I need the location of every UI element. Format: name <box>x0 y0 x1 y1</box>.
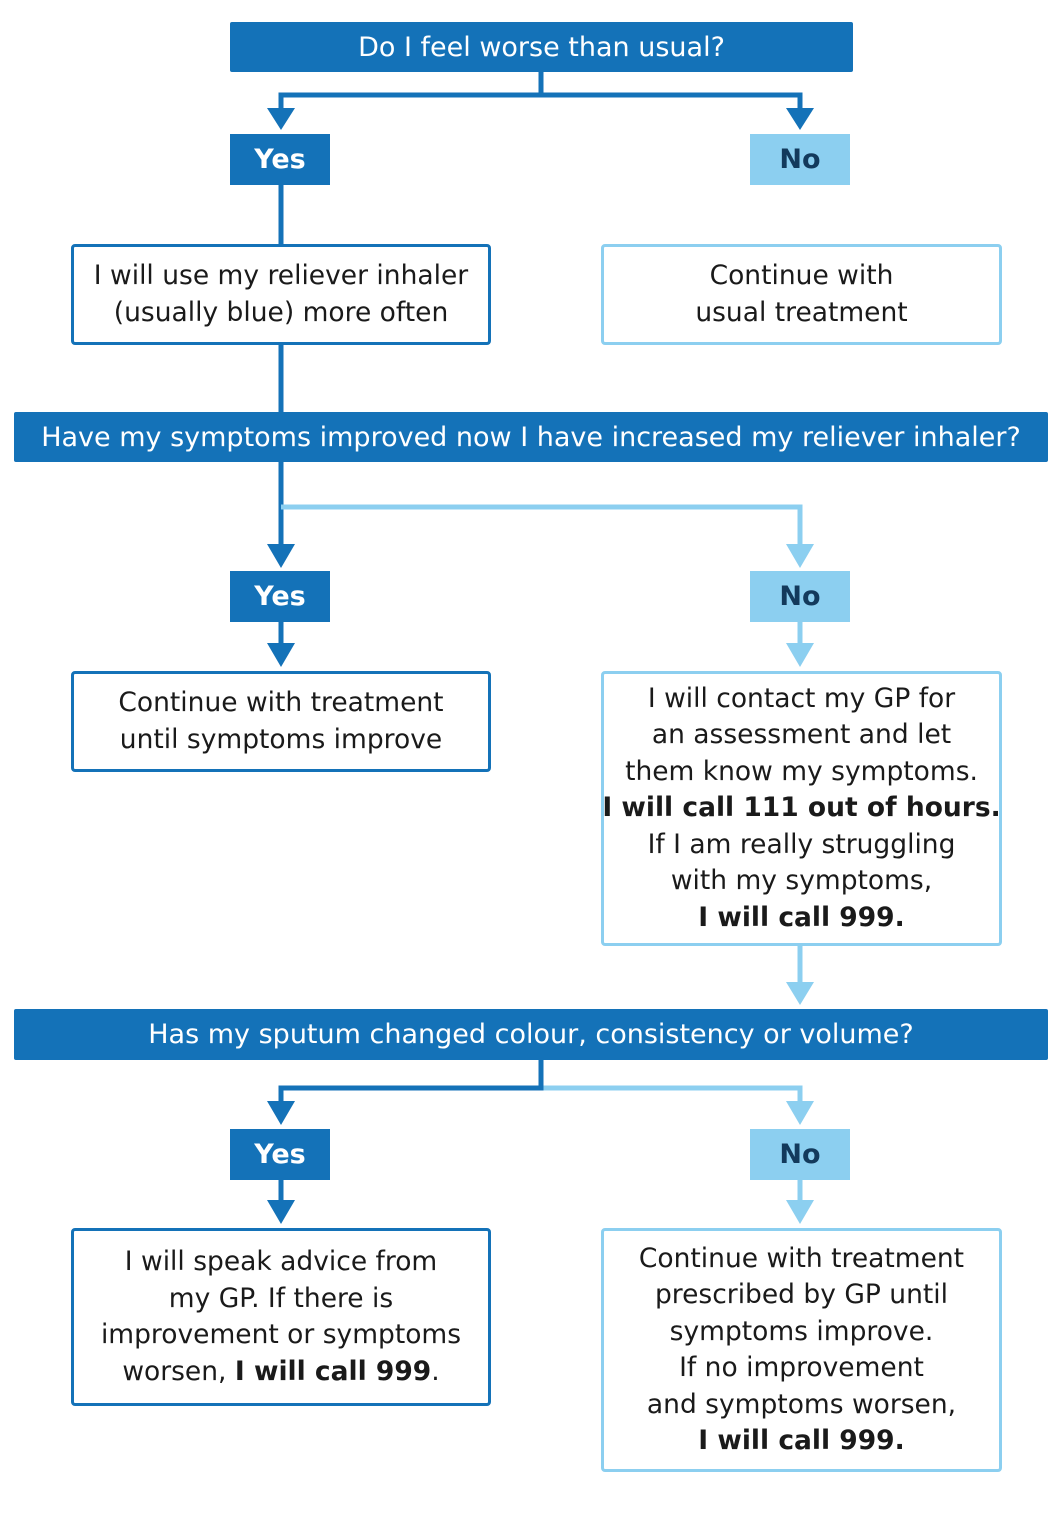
action-text-line: Continue with treatment <box>118 687 444 718</box>
answer-no-q1: No <box>750 134 850 185</box>
call-111-text: I will call 111 out of hours. <box>602 792 1001 824</box>
action-text-line: with my symptoms, <box>670 865 933 897</box>
action-text-line: I will use my reliever inhaler <box>93 260 469 291</box>
action-text-line: (usually blue) more often <box>113 296 449 328</box>
action-text-line: Continue with treatment <box>638 1242 965 1274</box>
action-text-line: Continue with <box>709 260 894 291</box>
arrowhead-q2-no <box>786 544 814 568</box>
action-text-part: . <box>431 1355 440 1387</box>
connector-q3-no <box>538 1060 803 1104</box>
action-contact-gp: I will contact my GP for an assessment a… <box>601 671 1002 946</box>
action-text-line: If I am really struggling <box>647 828 956 860</box>
call-999-text: I will call 999. <box>698 1425 905 1456</box>
answer-no-q2: No <box>750 571 850 622</box>
action-text-line: worsen, I will call 999. <box>122 1354 439 1391</box>
answer-no-q3: No <box>750 1129 850 1180</box>
arrowhead-q3-no <box>786 1101 814 1125</box>
action-text-line: until symptoms improve <box>119 723 443 755</box>
action-text-line: prescribed by GP until <box>654 1279 948 1310</box>
connector-q1-yes <box>278 72 544 112</box>
action-text-line: symptoms improve. <box>669 1315 934 1347</box>
arrowhead-yes3-action <box>267 1200 295 1224</box>
answer-yes-q2: Yes <box>230 571 330 622</box>
action-text-line: I will contact my GP for <box>647 682 956 714</box>
action-text-line: my GP. If there is <box>168 1282 394 1314</box>
connector-q1-no <box>541 92 803 112</box>
action-text-line: and symptoms worsen, <box>646 1388 957 1420</box>
action-text-line: If no improvement <box>679 1352 924 1383</box>
call-999-text: I will call 999 <box>234 1355 432 1387</box>
action-text-line: improvement or symptoms <box>100 1319 462 1350</box>
action-continue-prescribed-treatment: Continue with treatment prescribed by GP… <box>601 1228 1002 1472</box>
question-symptoms-improved: Have my symptoms improved now I have inc… <box>14 412 1048 462</box>
question-feel-worse: Do I feel worse than usual? <box>230 22 853 72</box>
action-continue-until-improve: Continue with treatment until symptoms i… <box>71 671 491 772</box>
arrowhead-yes2-action <box>267 643 295 667</box>
answer-yes-q3: Yes <box>230 1129 330 1180</box>
action-seek-gp-advice: I will speak advice from my GP. If there… <box>71 1228 491 1406</box>
call-999-text: I will call 999. <box>698 901 905 933</box>
action-text-line: usual treatment <box>695 296 908 328</box>
arrowhead-no2-action <box>786 643 814 667</box>
connector-q3-yes <box>278 1060 544 1104</box>
arrowhead-q2-yes <box>267 544 295 568</box>
action-continue-usual-treatment: Continue with usual treatment <box>601 244 1002 345</box>
arrowhead-q1-yes <box>267 108 295 130</box>
question-sputum-changed: Has my sputum changed colour, consistenc… <box>14 1009 1048 1060</box>
answer-yes-q1: Yes <box>230 134 330 185</box>
action-text-line: I will speak advice from <box>124 1246 438 1277</box>
arrowhead-gp-q3 <box>786 982 814 1005</box>
arrowhead-no3-action <box>786 1200 814 1224</box>
connector-q2-no <box>281 504 803 546</box>
action-text-part: worsen, <box>122 1355 235 1387</box>
action-text-line: them know my symptoms. <box>625 755 978 787</box>
arrowhead-q1-no <box>786 108 814 130</box>
arrowhead-q3-yes <box>267 1101 295 1125</box>
action-use-reliever-inhaler: I will use my reliever inhaler (usually … <box>71 244 491 345</box>
action-text-line: an assessment and let <box>651 719 952 751</box>
